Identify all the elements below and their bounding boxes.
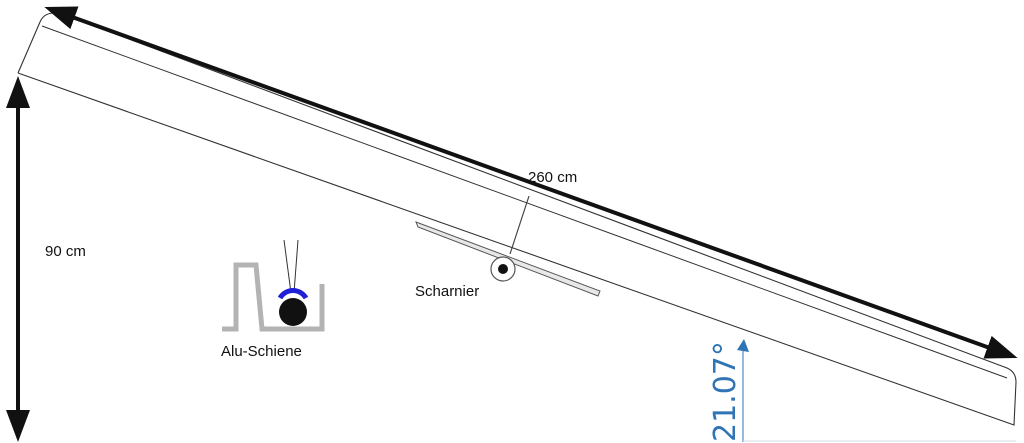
wheel-string-left <box>283 239 292 294</box>
wheel <box>279 298 307 326</box>
rail-label: Alu-Schiene <box>221 343 302 360</box>
ramp-surface-line <box>41 25 1008 379</box>
ramp-board <box>17 12 1017 426</box>
angle-label: 21.07° <box>708 341 743 442</box>
wheel-band <box>277 287 309 300</box>
hinge-pivot-inner <box>498 264 508 274</box>
length-label: 260 cm <box>528 169 577 186</box>
alu-rail-profile <box>222 262 325 332</box>
hinge-rod <box>509 195 530 255</box>
hinge-label: Scharnier <box>415 283 479 300</box>
height-label: 90 cm <box>45 243 86 260</box>
wheel-string-right <box>293 239 299 294</box>
length-dimension-arrow <box>44 6 1018 359</box>
angle-arrowhead <box>737 339 749 352</box>
